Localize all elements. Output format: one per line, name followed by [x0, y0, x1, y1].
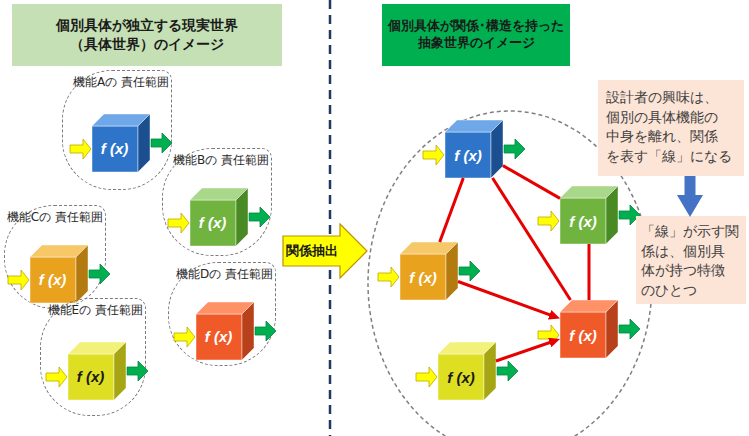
relation-line [493, 178, 571, 300]
block-arrow: 関係抽出 [282, 222, 368, 280]
output-arrow [249, 207, 270, 227]
relation-line [458, 282, 551, 316]
function-cube: f (x) [438, 342, 496, 400]
relation-line [496, 342, 551, 361]
function-label: f (x) [438, 354, 484, 400]
relation-line [440, 178, 464, 242]
cube-side [484, 342, 496, 400]
header-text: 個別具体が独立する現実世界 （具体世界）のイメージ [52, 16, 242, 54]
function-cube: f (x) [560, 300, 618, 358]
cube-side [606, 186, 618, 244]
cube-side [446, 242, 458, 300]
cube-face [560, 198, 606, 244]
function-cube: f (x) [30, 245, 88, 303]
input-arrow [538, 211, 559, 231]
cube-face [400, 254, 446, 300]
relation-line [503, 166, 560, 199]
cube-side [606, 300, 618, 358]
function-label: f (x) [92, 126, 138, 172]
scope-label: 機能Eの 責任範囲 [48, 303, 143, 318]
callout-box: 「線」が示す関 係は、個別具 体が持つ特徴 のひとつ [636, 216, 746, 304]
function-cube: f (x) [196, 302, 254, 360]
input-arrow [70, 139, 91, 159]
divider-line [329, 0, 332, 436]
cube-face [560, 312, 606, 358]
scope-region: 機能Aの 責任範囲 f (x) [62, 70, 172, 190]
input-arrow [168, 213, 189, 233]
input-arrow [8, 270, 29, 290]
scope-region: 機能Dの 責任範囲 f (x) [168, 262, 276, 366]
cube-side [138, 114, 150, 172]
input-arrow [46, 367, 67, 387]
function-label: f (x) [400, 254, 446, 300]
output-arrow [504, 139, 525, 159]
cube-face [445, 132, 491, 178]
flow-arrow [685, 176, 696, 196]
header-box: 個別具体が関係･構造を持った 抽象世界のイメージ [382, 4, 570, 66]
output-arrow [255, 321, 276, 341]
cube-face [92, 126, 138, 172]
cube-side [114, 342, 126, 400]
callout-box: 設計者の興味は、 個別の具体機能の 中身を離れ、関係 を表す「線」になる [598, 80, 744, 176]
cube-face [68, 354, 114, 400]
arrow-label: 関係抽出 [282, 236, 342, 266]
scope-region: 機能Cの 責任範囲 f (x) [4, 205, 106, 309]
function-label: f (x) [30, 257, 76, 303]
cube-face [190, 200, 236, 246]
cube-face [438, 354, 484, 400]
function-label: f (x) [445, 132, 491, 178]
input-arrow [423, 145, 444, 165]
input-arrow [416, 367, 437, 387]
function-cube: f (x) [68, 342, 126, 400]
input-arrow [538, 325, 559, 345]
connector-group [440, 166, 690, 361]
function-label: f (x) [68, 354, 114, 400]
scope-label: 機能Aの 責任範囲 [73, 75, 169, 90]
header-text: 個別具体が関係･構造を持った 抽象世界のイメージ [386, 18, 566, 52]
output-arrow [151, 133, 172, 153]
output-arrow [497, 361, 518, 381]
function-cube: f (x) [445, 120, 503, 178]
function-label: f (x) [190, 200, 236, 246]
function-cube: f (x) [400, 242, 458, 300]
function-label: f (x) [560, 312, 606, 358]
function-label: f (x) [560, 198, 606, 244]
relation-line [588, 244, 591, 300]
input-arrow [174, 327, 195, 347]
cube-face [196, 314, 242, 360]
cube-side [236, 188, 248, 246]
output-arrow [619, 319, 640, 339]
function-cube: f (x) [190, 188, 248, 246]
scope-label: 機能Cの 責任範囲 [7, 210, 103, 225]
input-arrow [378, 267, 399, 287]
function-cube: f (x) [92, 114, 150, 172]
scope-label: 機能Dの 責任範囲 [176, 267, 273, 282]
output-arrow [127, 361, 148, 381]
header-box: 個別具体が独立する現実世界 （具体世界）のイメージ [12, 4, 282, 66]
function-cube: f (x) [560, 186, 618, 244]
callout-text: 設計者の興味は、 個別の具体機能の 中身を離れ、関係 を表す「線」になる [606, 88, 735, 166]
output-arrow [89, 264, 110, 284]
cube-face [30, 257, 76, 303]
scope-region: 機能Bの 責任範囲 f (x) [162, 148, 272, 256]
callout-text: 「線」が示す関 係は、個別具 体が持つ特徴 のひとつ [641, 222, 741, 300]
scope-region: 機能Eの 責任範囲 f (x) [40, 298, 146, 416]
scope-label: 機能Bの 責任範囲 [173, 153, 269, 168]
arrow-body [283, 224, 367, 278]
cube-side [76, 245, 88, 303]
function-label: f (x) [196, 314, 242, 360]
cube-side [491, 120, 503, 178]
cube-side [242, 302, 254, 360]
output-arrow [459, 261, 480, 281]
